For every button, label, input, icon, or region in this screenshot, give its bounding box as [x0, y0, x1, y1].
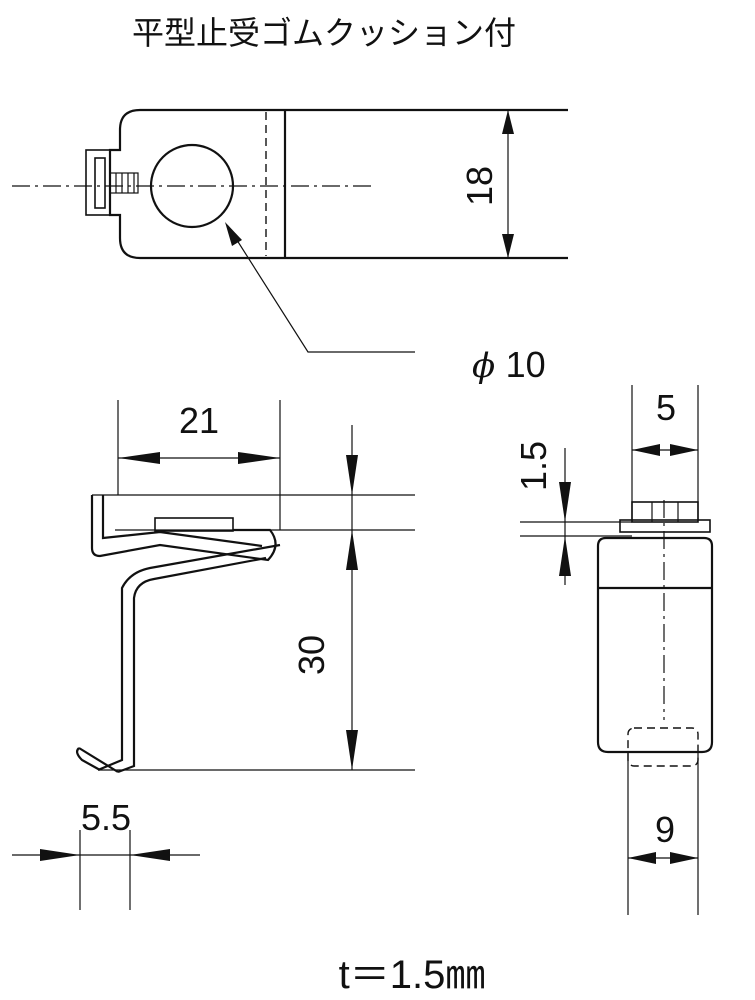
dim-5-arrow-left	[632, 444, 660, 456]
dim-5-5-label: 5.5	[81, 797, 131, 838]
dim-5-arrow-right	[670, 444, 698, 456]
hole-dim-label: ϕ 10	[472, 344, 546, 386]
screw-head	[85, 149, 111, 216]
end-view: 5 1.5 9	[513, 385, 714, 915]
dim-5-label: 5	[656, 387, 676, 428]
side-view: 21 30 5.5	[12, 400, 415, 910]
dim-21-label: 21	[179, 400, 219, 441]
dim-21-arrow-right	[238, 452, 280, 464]
bracket-leg-outer	[97, 543, 281, 772]
thickness-note: t＝1.5㎜	[339, 953, 486, 997]
dim-9-arrow-right	[670, 852, 698, 864]
dim-21-arrow-left	[118, 452, 160, 464]
dim-1-5-label: 1.5	[513, 441, 554, 491]
top-view: 18 ϕ 10	[12, 108, 568, 386]
bracket-profile-inner	[101, 495, 263, 548]
dim-1-5-side-arrow-top	[346, 455, 358, 495]
bracket-hook	[75, 747, 119, 773]
dim-5-5-arrow-right	[130, 849, 170, 861]
dim-30-arrow-top	[346, 530, 358, 570]
dim-30-label: 30	[291, 635, 332, 675]
screw-head-inner	[94, 157, 106, 209]
dim-18-arrow-top	[502, 110, 514, 134]
end-body	[596, 536, 714, 754]
screw-thread	[109, 172, 139, 194]
dim-5-5-arrow-left	[40, 849, 80, 861]
drawing-title: 平型止受ゴムクッション付	[132, 14, 516, 52]
dim-9-label: 9	[655, 809, 675, 850]
dim-9-arrow-left	[628, 852, 656, 864]
end-plate	[619, 519, 711, 533]
bracket-leg-inner	[117, 556, 267, 774]
end-pad	[631, 501, 699, 523]
hole-leader-arrow	[225, 222, 242, 246]
dim-18-arrow-bottom	[502, 234, 514, 258]
dim-1-5-arrow-top	[559, 482, 571, 522]
dim-18-label: 18	[459, 166, 500, 206]
hole-leader-line	[227, 225, 415, 353]
end-hidden-pocket	[627, 727, 699, 767]
rubber-pad	[154, 517, 234, 532]
bracket-profile-outer	[90, 495, 277, 562]
dim-1-5-arrow-bottom	[559, 536, 571, 576]
dim-30-arrow-bottom	[346, 730, 358, 770]
